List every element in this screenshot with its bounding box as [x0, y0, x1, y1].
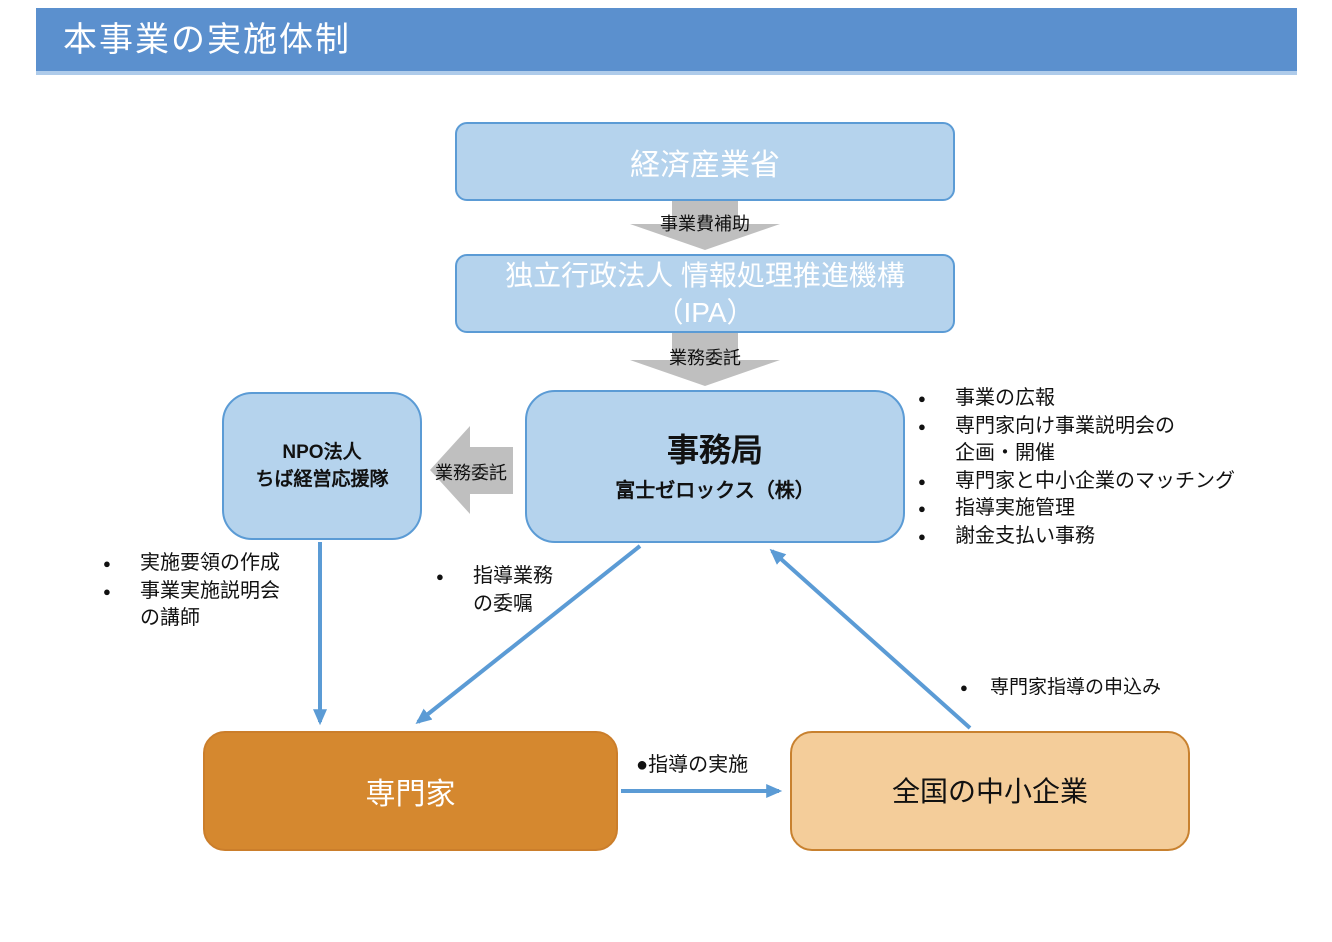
node-ipa: 独立行政法人 情報処理推進機構 （IPA）	[455, 254, 955, 333]
task-text: 専門家と中小企業のマッチング	[955, 469, 1235, 492]
node-smes: 全国の中小企業	[790, 731, 1190, 851]
bullet-icon: ●	[918, 473, 926, 489]
node-smes-label: 全国の中小企業	[891, 775, 1088, 807]
task-text: 指導実施管理	[955, 497, 1075, 519]
subsidy-block-arrow	[630, 201, 780, 250]
entrust-npo-edge-label: 業務委託	[435, 463, 507, 483]
entrust-ipa-block-arrow	[630, 333, 780, 386]
list-item: ● 指導実施管理	[918, 495, 1235, 523]
bullet-icon: ●	[918, 391, 926, 406]
list-item: ● 事業実施説明会 の講師	[103, 578, 280, 633]
expert-commission-list: ● 指導業務 の委嘱	[436, 563, 553, 618]
bullet-icon: ●	[960, 680, 968, 695]
slide-title: 本事業の実施体制	[63, 21, 351, 59]
node-meti-label: 経済産業省	[630, 148, 780, 182]
list-item: ● 指導業務 の委嘱	[436, 563, 553, 618]
bullet-icon: ●	[918, 528, 926, 544]
npo-task-list: ● 実施要領の作成 ● 事業実施説明会 の講師	[103, 550, 280, 633]
list-item: ● 謝金支払い事務	[918, 523, 1235, 551]
task-text: 謝金支払い事務	[955, 524, 1095, 547]
bullet-icon: ●	[103, 583, 111, 599]
node-secretariat-subtitle: 富士ゼロックス（株）	[615, 480, 815, 502]
node-npo-label: NPO法人 ちば経営応援隊	[255, 442, 389, 490]
slide-title-bar: 本事業の実施体制	[36, 8, 1297, 75]
sme-application-list: ● 専門家指導の申込み	[960, 674, 1161, 702]
node-experts-label: 専門家	[365, 778, 456, 811]
bullet-icon: ●	[103, 556, 111, 571]
list-item: ● 専門家と中小企業のマッチング	[918, 468, 1235, 496]
node-meti: 経済産業省	[455, 122, 955, 201]
list-item: ● 実施要領の作成	[103, 550, 280, 578]
guidance-edge-label: ●指導の実施	[636, 754, 749, 776]
node-npo: NPO法人 ちば経営応援隊	[222, 392, 422, 540]
task-text: 専門家向け事業説明会の 企画・開催	[955, 414, 1175, 465]
node-experts: 専門家	[203, 731, 618, 851]
bullet-icon: ●	[436, 569, 444, 584]
task-text: 実施要領の作成	[140, 552, 280, 574]
list-item: ● 専門家向け事業説明会の 企画・開催	[918, 413, 1235, 468]
node-secretariat-title: 事務局	[666, 432, 763, 468]
task-text: 専門家指導の申込み	[990, 677, 1162, 698]
task-text: 事業実施説明会 の講師	[140, 579, 280, 630]
task-text: 事業の広報	[955, 387, 1055, 409]
smes-to-secretariat-arrow	[769, 548, 972, 730]
bullet-icon: ●	[918, 501, 926, 516]
bullet-icon: ●	[918, 418, 926, 434]
entrust-npo-block-arrow	[430, 426, 513, 514]
node-secretariat: 事務局 富士ゼロックス（株）	[525, 390, 905, 543]
secretariat-task-list: ● 事業の広報 ● 専門家向け事業説明会の 企画・開催 ● 専門家と中小企業のマ…	[918, 385, 1235, 550]
list-item: ● 専門家指導の申込み	[960, 674, 1161, 702]
entrust-ipa-edge-label: 業務委託	[669, 348, 741, 368]
list-item: ● 事業の広報	[918, 385, 1235, 413]
node-ipa-label: 独立行政法人 情報処理推進機構 （IPA）	[505, 259, 905, 328]
secretariat-to-experts-arrow	[415, 544, 642, 724]
subsidy-edge-label: 事業費補助	[660, 214, 750, 234]
task-text: 指導業務 の委嘱	[473, 565, 553, 615]
